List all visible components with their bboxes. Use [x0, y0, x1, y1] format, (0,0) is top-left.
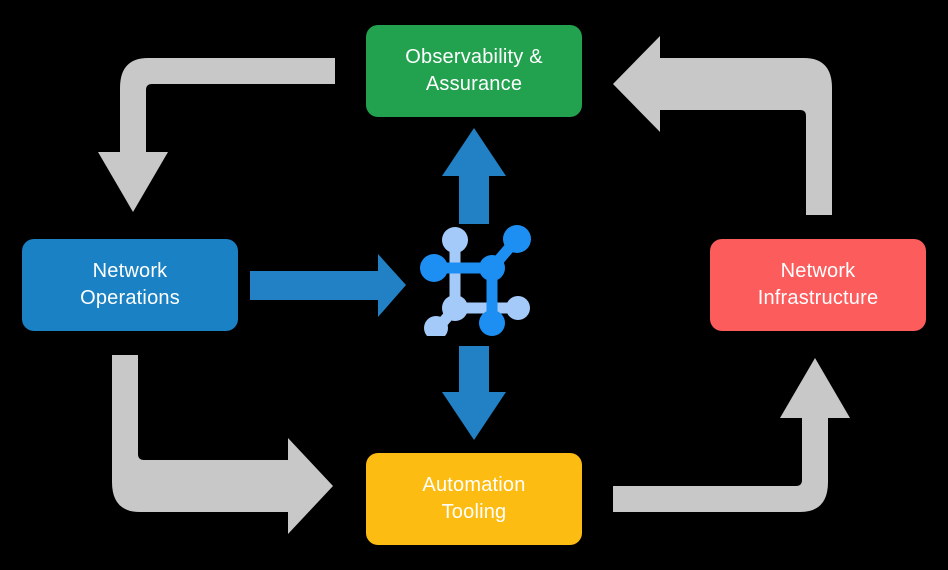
topology-node-light-top [442, 227, 468, 253]
node-label-automation-tooling: Automation Tooling [422, 474, 526, 523]
network-topology-icon [420, 225, 531, 336]
node-box-observability[interactable]: Observability & Assurance [366, 25, 582, 117]
node-label-network-infrastructure: Network Infrastructure [757, 260, 879, 309]
topology-light-nodes [424, 227, 530, 336]
topology-node-dark-center [479, 255, 505, 281]
topology-node-light-bottom-left [424, 316, 448, 336]
node-label-observability: Observability & Assurance [405, 46, 543, 95]
gray-arrow-automation-tooling-to-network-infrastructure [613, 358, 850, 512]
topology-node-dark-top-right [503, 225, 531, 253]
blue-arrow-network-operations-to-center [250, 254, 406, 317]
topology-node-light-mid [442, 295, 468, 321]
node-box-network-operations[interactable]: Network Operations [22, 239, 238, 331]
blue-arrow-center-to-automation-tooling [442, 346, 506, 440]
topology-node-light-right [506, 296, 530, 320]
gray-arrow-network-infrastructure-to-observability [613, 36, 832, 215]
blue-arrow-center-to-observability [442, 128, 506, 224]
node-box-network-infrastructure[interactable]: Network Infrastructure [710, 239, 926, 331]
gray-arrow-observability-to-network-operations [98, 58, 335, 212]
topology-node-dark-left [420, 254, 448, 282]
topology-node-dark-bottom [479, 310, 505, 336]
node-label-network-operations: Network Operations [80, 260, 180, 309]
gray-arrow-network-operations-to-automation-tooling [112, 355, 333, 534]
node-box-automation-tooling[interactable]: Automation Tooling [366, 453, 582, 545]
topology-dark-nodes [420, 225, 531, 336]
